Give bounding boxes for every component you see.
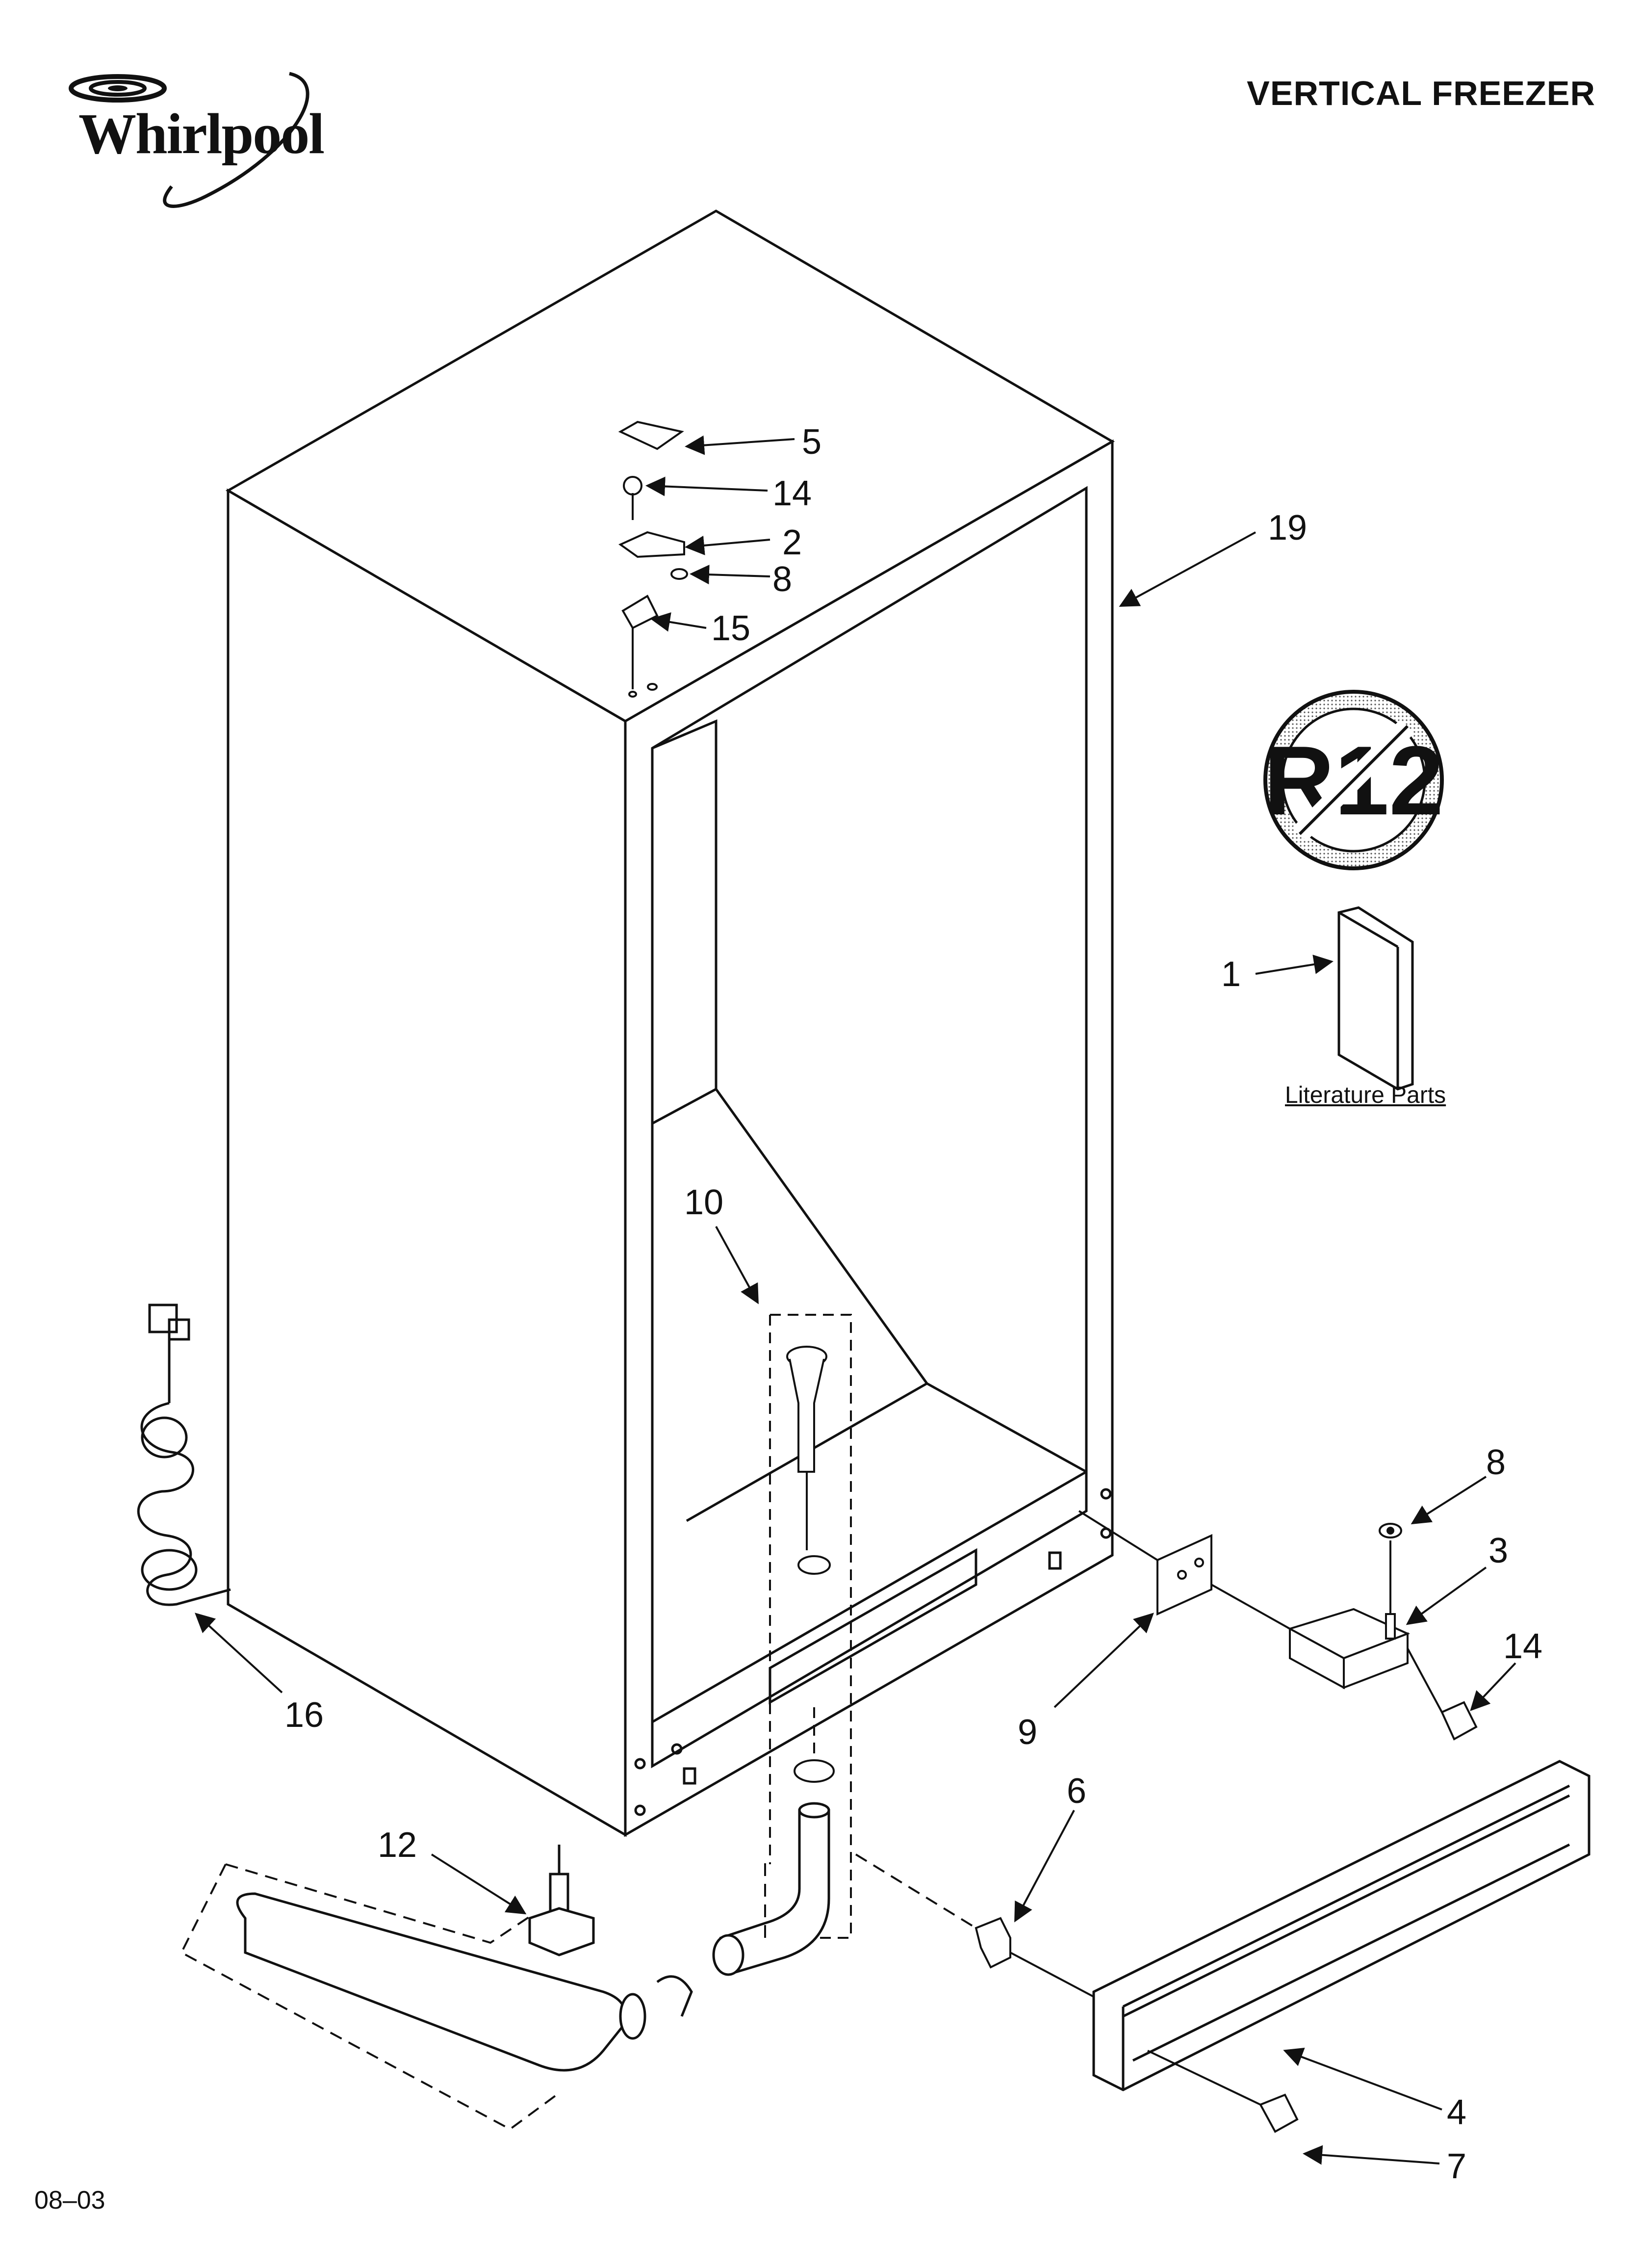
cabinet — [225, 209, 1115, 1837]
drain-hose — [236, 1802, 830, 2072]
literature-book — [1337, 906, 1414, 1091]
callout-8-top: 8 — [772, 560, 792, 599]
callout-3: 3 — [1488, 1531, 1508, 1570]
callout-5: 5 — [802, 422, 821, 462]
callout-2: 2 — [782, 523, 802, 562]
callout-16: 16 — [284, 1695, 324, 1735]
clip-dash — [855, 1853, 977, 1929]
callout-15: 15 — [711, 609, 750, 648]
callout-10: 10 — [684, 1183, 723, 1222]
callout-8-right: 8 — [1486, 1443, 1506, 1482]
leveling-leg — [528, 1845, 595, 1956]
clip-line — [1010, 1952, 1094, 1998]
grille-screw — [1147, 2050, 1299, 2133]
no-r12-badge: R12 — [1263, 690, 1444, 870]
callout-1: 1 — [1221, 955, 1241, 994]
bottom-hinge-assembly — [1078, 1510, 1478, 1741]
toe-grille — [1092, 1760, 1591, 2091]
footer-code: 08–03 — [34, 2186, 105, 2215]
literature-parts-label: Literature Parts — [1285, 1082, 1446, 1108]
callout-19: 19 — [1268, 508, 1307, 547]
grille-clip — [975, 1917, 1011, 1969]
top-hinge — [618, 531, 685, 558]
callout-14-top: 14 — [772, 474, 812, 513]
swirl-icon — [69, 72, 309, 208]
callout-6: 6 — [1067, 1772, 1086, 1811]
leader-arrows — [195, 435, 1516, 2165]
callout-12: 12 — [378, 1825, 417, 1865]
hinge-bolt — [1440, 1701, 1478, 1741]
callout-9: 9 — [1018, 1713, 1037, 1752]
hinge-washer — [670, 568, 688, 580]
callout-labels: 5 14 2 8 15 19 1 10 8 3 14 9 6 4 7 12 16 — [284, 422, 1542, 2186]
hinge-screw — [623, 476, 642, 495]
hose-dashed-outline — [180, 1859, 766, 2131]
hinge-cover — [618, 420, 684, 450]
brand-name: Whirlpool — [78, 102, 325, 166]
callout-7: 7 — [1447, 2147, 1466, 2186]
top-hinge-assembly — [618, 420, 688, 698]
power-cord — [137, 1303, 231, 1606]
callout-14-right: 14 — [1503, 1627, 1542, 1666]
page-title: VERTICAL FREEZER — [1247, 74, 1595, 112]
whirlpool-logo: Whirlpool — [59, 54, 334, 216]
callout-4: 4 — [1447, 2093, 1466, 2132]
